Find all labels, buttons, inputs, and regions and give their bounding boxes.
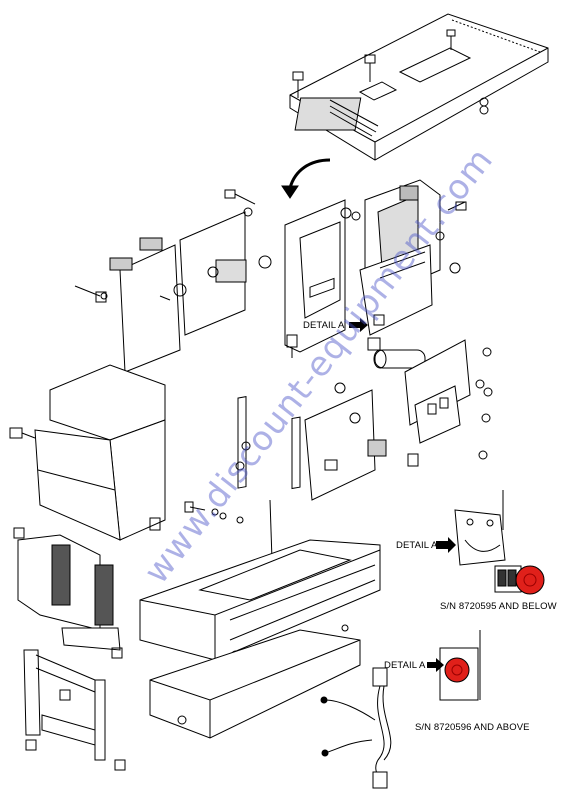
mounting-brackets [184, 396, 301, 561]
detail-arrow-lower-icon [427, 658, 444, 672]
detail-a-label-lower: DETAIL A [384, 660, 426, 671]
top-cover [289, 13, 549, 161]
detail-a-label-main: DETAIL A [303, 320, 345, 331]
left-side-panels [109, 211, 272, 373]
detail-a-bracket-old [454, 490, 545, 595]
serial-number-below-label: S/N 8720595 AND BELOW [440, 601, 557, 612]
detail-arrow-icon [436, 537, 456, 553]
arrow-head-icon [281, 185, 299, 199]
detail-a-button-new [439, 630, 481, 701]
leg-brackets [23, 649, 126, 771]
left-housing [9, 364, 166, 541]
left-panel-screws [74, 189, 256, 303]
control-housing [284, 179, 467, 353]
lower-tray [149, 629, 361, 739]
detail-arrow-main-icon [349, 318, 368, 332]
wire-harness [320, 667, 392, 789]
curved-arrow-icon [288, 158, 331, 189]
relay-cylinder [286, 334, 426, 369]
receptacle-bracket [404, 339, 493, 460]
cover-bolts [292, 29, 489, 115]
hinge-assembly [13, 527, 123, 659]
detail-a-label-upper: DETAIL A [396, 540, 438, 551]
serial-number-above-label: S/N 8720596 AND ABOVE [415, 722, 530, 733]
front-control-panel [304, 277, 419, 501]
